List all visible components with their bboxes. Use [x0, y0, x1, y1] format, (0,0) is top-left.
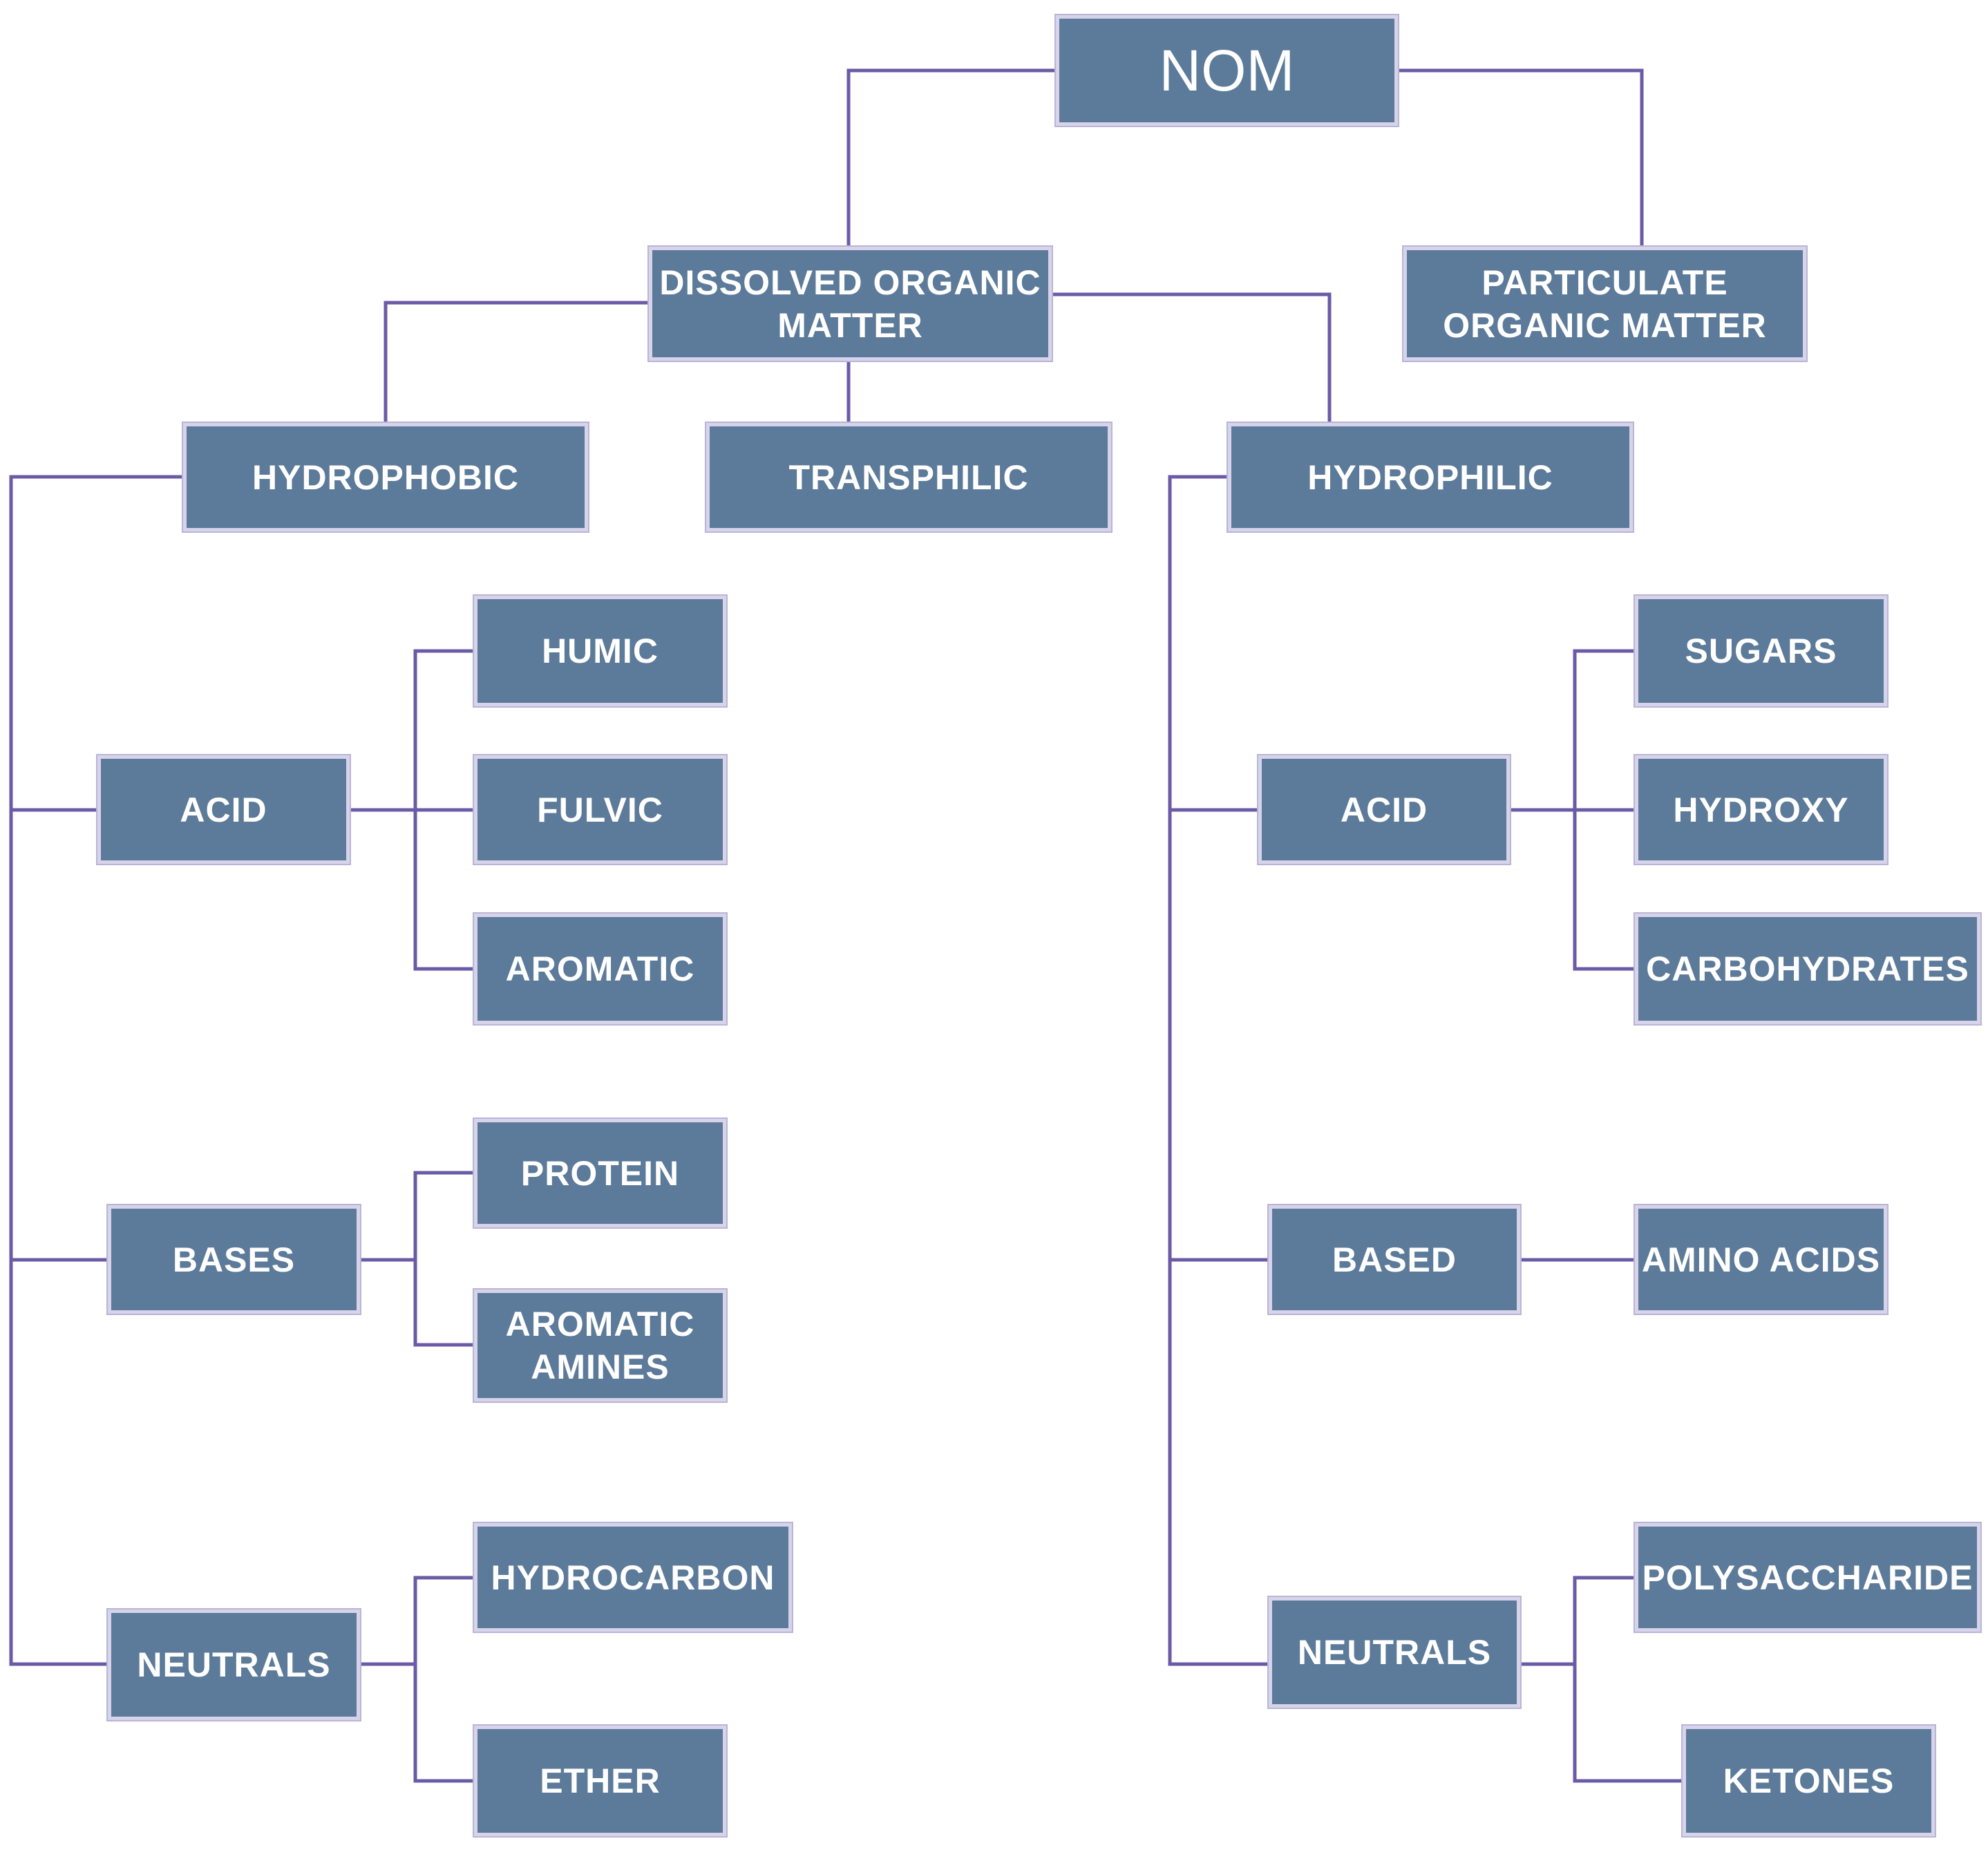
node-aromatic: AROMATIC: [474, 914, 726, 1024]
node-ketones: KETONES: [1683, 1726, 1935, 1836]
node-transphilic: TRANSPHILIC: [706, 423, 1111, 531]
node-hydrophilic-neutrals: NEUTRALS: [1269, 1597, 1520, 1708]
node-particulate-organic-matter: PARTICULATE ORGANIC MATTER: [1403, 247, 1806, 361]
node-humic: HUMIC: [474, 596, 726, 706]
node-fulvic: FULVIC: [474, 755, 726, 864]
node-hydrophilic-acid: ACID: [1258, 755, 1510, 864]
node-hydrocarbon: HYDROCARBON: [474, 1523, 792, 1632]
node-dissolved-organic-matter: DISSOLVED ORGANIC MATTER: [649, 247, 1052, 361]
node-carbohydrates: CARBOHYDRATES: [1635, 914, 1980, 1024]
node-hydrophobic-bases: BASES: [108, 1205, 360, 1314]
node-nom: NOM: [1056, 15, 1398, 126]
node-hydroxy: HYDROXY: [1635, 755, 1887, 864]
node-ether: ETHER: [474, 1726, 726, 1836]
node-hydrophobic-acid: ACID: [97, 755, 350, 864]
node-hydrophilic: HYDROPHILIC: [1228, 423, 1633, 531]
node-amino-acids: AMINO ACIDS: [1635, 1205, 1887, 1314]
node-polysaccharide: POLYSACCHARIDE: [1635, 1523, 1980, 1632]
node-hydrophilic-based: BASED: [1269, 1205, 1520, 1314]
node-protein: PROTEIN: [474, 1119, 726, 1227]
node-hydrophobic-neutrals: NEUTRALS: [108, 1610, 360, 1720]
node-sugars: SUGARS: [1635, 596, 1887, 706]
node-aromatic-amines: AROMATIC AMINES: [474, 1290, 726, 1401]
node-hydrophobic: HYDROPHOBIC: [183, 423, 588, 531]
